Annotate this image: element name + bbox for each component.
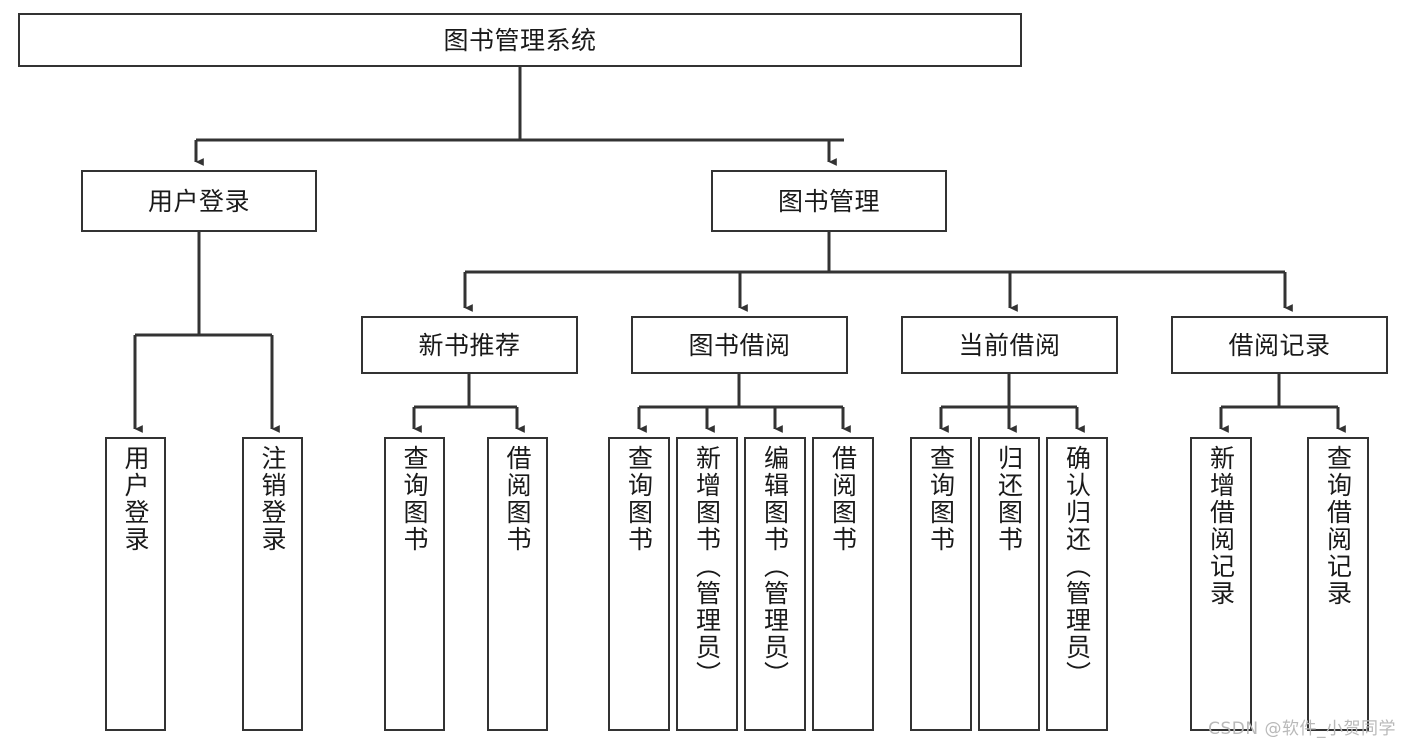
node-new-book-recommend[interactable]: 新书推荐 <box>361 316 578 374</box>
leaf-current-borrow-return-book[interactable]: 归还图书 <box>978 437 1040 731</box>
node-label: 用户登录 <box>121 445 150 553</box>
node-label: 查询图书 <box>926 445 956 553</box>
leaf-current-borrow-query-book[interactable]: 查询图书 <box>910 437 972 731</box>
node-label: 借阅图书 <box>828 445 858 553</box>
node-book-borrow[interactable]: 图书借阅 <box>631 316 848 374</box>
node-user-login[interactable]: 用户登录 <box>81 170 317 232</box>
node-current-borrow[interactable]: 当前借阅 <box>901 316 1118 374</box>
leaf-borrow-record-add-record[interactable]: 新增借阅记录 <box>1190 437 1252 731</box>
leaf-book-borrow-borrow-book[interactable]: 借阅图书 <box>812 437 874 731</box>
node-label: 借阅记录 <box>1228 330 1331 360</box>
leaf-book-borrow-edit-book-admin[interactable]: 编辑图书（管理员） <box>744 437 806 731</box>
leaf-new-book-borrow-book[interactable]: 借阅图书 <box>487 437 548 731</box>
node-label: 注销登录 <box>258 445 287 553</box>
node-label: 图书管理 <box>777 186 880 216</box>
node-borrow-record[interactable]: 借阅记录 <box>1171 316 1388 374</box>
node-label: 归还图书 <box>994 445 1024 553</box>
node-label: 借阅图书 <box>503 445 532 553</box>
node-label: 图书借阅 <box>688 330 791 360</box>
node-label: 新增借阅记录 <box>1206 445 1236 607</box>
leaf-user-login-logout[interactable]: 注销登录 <box>242 437 303 731</box>
leaf-book-borrow-add-book-admin[interactable]: 新增图书（管理员） <box>676 437 738 731</box>
leaf-book-borrow-query-book[interactable]: 查询图书 <box>608 437 670 731</box>
node-root-book-management-system[interactable]: 图书管理系统 <box>18 13 1022 67</box>
leaf-borrow-record-query-record[interactable]: 查询借阅记录 <box>1307 437 1369 731</box>
node-label: 查询图书 <box>624 445 654 553</box>
node-label: 查询借阅记录 <box>1323 445 1353 607</box>
node-label: 查询图书 <box>400 445 429 553</box>
leaf-user-login-login[interactable]: 用户登录 <box>105 437 166 731</box>
node-label: 当前借阅 <box>958 330 1061 360</box>
leaf-new-book-query-book[interactable]: 查询图书 <box>384 437 445 731</box>
node-label: 新增图书（管理员） <box>692 445 722 688</box>
node-label: 图书管理系统 <box>443 25 597 55</box>
node-book-management[interactable]: 图书管理 <box>711 170 947 232</box>
node-label: 新书推荐 <box>418 330 521 360</box>
node-label: 确认归还（管理员） <box>1062 445 1092 688</box>
leaf-current-borrow-confirm-return-admin[interactable]: 确认归还（管理员） <box>1046 437 1108 731</box>
node-label: 编辑图书（管理员） <box>760 445 790 688</box>
node-label: 用户登录 <box>147 186 250 216</box>
